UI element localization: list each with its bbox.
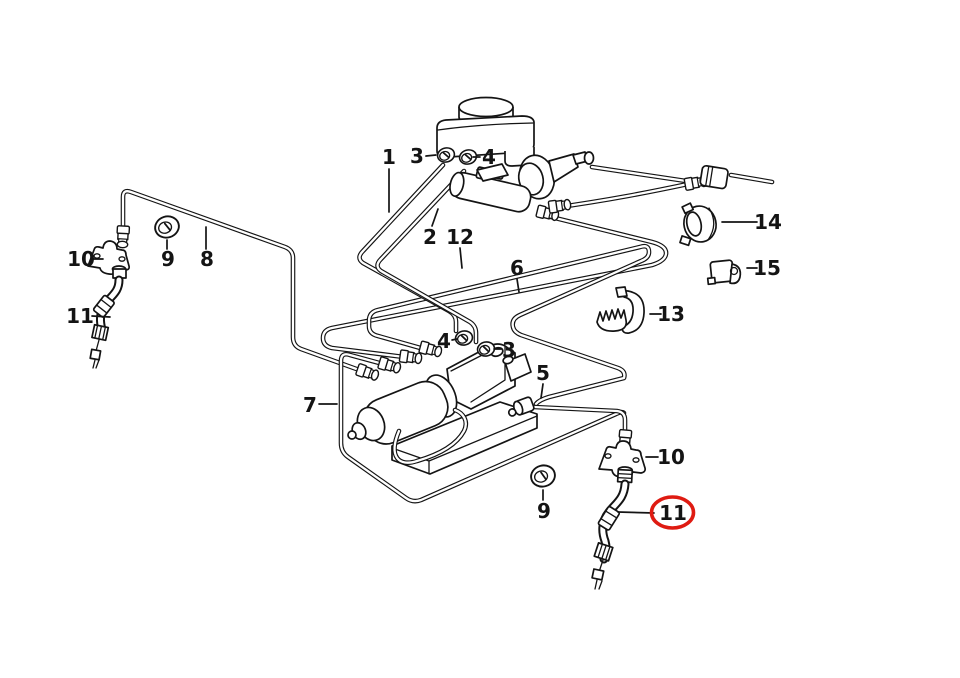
hose-stub-left [95,339,100,352]
part-label-6: 6 [510,256,524,280]
clamp-hole-right [118,256,126,262]
leader-line-3 [425,154,437,157]
part-label-11-highlighted: 11 [659,501,687,525]
part-label-9: 9 [537,499,551,523]
front-hose-union [115,224,131,249]
banjo-fitting-5 [507,396,535,417]
leader-line-2 [431,208,439,227]
part-label-1: 1 [382,145,396,169]
rear-pipe-sleeve [699,164,729,190]
pipe-holder-13 [596,286,645,334]
part-label-10: 10 [657,445,685,469]
part-label-9: 9 [161,247,175,271]
grommet-9-left [151,212,183,242]
part-label-2: 2 [423,225,437,249]
part-label-4: 4 [482,145,496,169]
pipe-5-core [532,405,627,433]
leader-line-6 [516,278,520,293]
cap-14 [679,202,717,247]
pipe-rear-end-core [729,173,774,184]
booster-cone [548,153,579,183]
hose-sleeve-right [597,505,621,531]
union-fitting-2 [376,355,403,376]
front-left-hose-assembly [87,240,131,369]
leader-line-12 [459,247,463,269]
abs-hydro-unit [347,343,538,475]
booster-rod-cap [583,151,595,165]
hose-sleeve-left [92,294,115,318]
hose-tip-threads-right [594,579,603,590]
bracket-15 [706,259,742,286]
part-label-4: 4 [437,329,451,353]
pipe-8-core [121,190,364,373]
pipe-6-core [367,245,651,406]
hose-tip-threads-left [92,359,100,369]
part-label-3: 3 [410,144,424,168]
master-cylinder-end [449,171,465,197]
leader-line-5 [540,383,544,399]
abs-top-port-2 [502,355,514,365]
part-label-12: 12 [446,225,474,249]
reservoir-top-edge [437,122,534,131]
reservoir-cap [458,96,514,118]
pipe-booster-branch-core [590,165,688,183]
part-label-15: 15 [753,256,781,280]
part-label-14: 14 [754,210,782,234]
leader-line-11 [617,511,655,514]
part-label-5: 5 [536,361,550,385]
leader-line-11 [91,315,111,318]
highlight-ellipse [649,495,696,530]
abs-base-tray-lip [391,415,538,475]
pipe-2-core [376,169,478,344]
part-label-3: 3 [502,338,516,362]
bracket-hole-right [632,457,640,463]
hose-tip-right [591,568,605,581]
brake-pipes [120,162,775,504]
abs-hose-loop-core [393,408,467,464]
grommet-9-right [527,461,559,491]
part-label-11: 11 [66,304,94,328]
mc-top-valve [476,163,509,182]
mc-outlet-fitting-2 [547,197,573,214]
part-label-13: 13 [657,302,685,326]
hose-tip-left [89,348,102,361]
part-label-10: 10 [67,247,95,271]
bracket-hole-left [604,453,612,459]
fluid-reservoir [436,96,535,167]
rear-right-hose-assembly [591,440,647,590]
pipe-12-core [321,212,668,359]
master-cylinder-booster [449,151,595,223]
part-label-8: 8 [200,247,214,271]
union-fitting-1 [354,362,381,383]
leader-line-4 [451,338,458,341]
part-label-7: 7 [303,393,317,417]
abs-motor-tip [347,430,357,440]
